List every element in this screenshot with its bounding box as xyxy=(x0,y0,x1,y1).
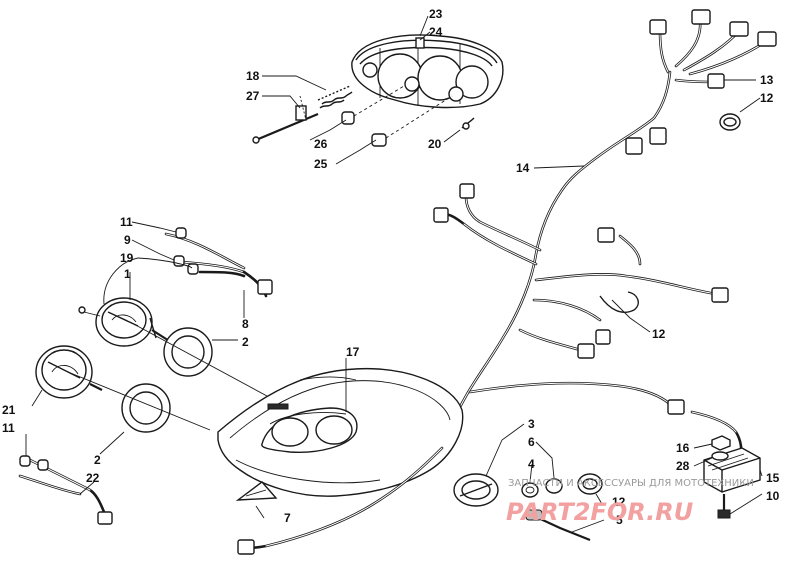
harness-branches xyxy=(433,183,743,462)
callout-3: 3 xyxy=(528,417,535,431)
connector-13 xyxy=(707,73,725,89)
bolt-10 xyxy=(717,509,731,519)
adjuster-bracket xyxy=(295,105,307,121)
callouts: 23 24 18 27 26 25 20 13 12 14 11 9 19 1 … xyxy=(2,7,780,527)
callout-23: 23 xyxy=(429,7,443,21)
washer-28 xyxy=(711,451,729,461)
callout-22: 22 xyxy=(86,471,100,485)
dash-panel xyxy=(217,367,464,497)
callout-12-bottom: 12 xyxy=(612,495,626,509)
connector-f xyxy=(625,137,643,155)
gauge-lower xyxy=(35,345,103,399)
callout-18: 18 xyxy=(246,69,260,83)
callout-24: 24 xyxy=(429,25,443,39)
connector-e xyxy=(649,127,667,145)
washer-6 xyxy=(545,478,563,494)
callout-28: 28 xyxy=(676,459,690,473)
bulb-holder-11a xyxy=(175,227,187,239)
connector-g xyxy=(459,183,475,199)
callout-6: 6 xyxy=(528,435,535,449)
callout-19: 19 xyxy=(120,251,134,265)
watermark-text: ЗАПЧАСТИ И АКСЕССУАРЫ ДЛЯ МОТОТЕХНИКИ xyxy=(508,478,754,489)
connector-i xyxy=(577,343,595,359)
callout-2-lower: 2 xyxy=(94,453,101,467)
callout-2-upper: 2 xyxy=(242,335,249,349)
connector-m xyxy=(667,399,685,415)
cable-tie-12a xyxy=(719,113,741,131)
headlight-bulb-left xyxy=(362,62,378,78)
callout-7: 7 xyxy=(284,511,291,525)
callout-5: 5 xyxy=(616,513,623,527)
callout-15: 15 xyxy=(766,471,780,485)
connector-8 xyxy=(257,279,273,295)
gauge-wire-lower xyxy=(18,455,113,525)
connector-c xyxy=(729,21,749,37)
gauge-upper xyxy=(78,297,175,347)
upper-harness xyxy=(444,9,777,442)
callout-17: 17 xyxy=(346,345,360,359)
grommet-4 xyxy=(521,482,539,498)
bezel-ring-lower xyxy=(121,383,171,433)
connector-k xyxy=(711,287,729,303)
callout-13: 13 xyxy=(760,73,774,87)
callout-9: 9 xyxy=(124,233,131,247)
callout-12-top: 12 xyxy=(760,91,774,105)
callout-4: 4 xyxy=(528,457,535,471)
headlight-clip xyxy=(415,37,425,49)
callout-21: 21 xyxy=(2,403,16,417)
callout-11-lower: 11 xyxy=(2,421,15,435)
connector-b xyxy=(691,9,711,25)
gauge-wire-upper xyxy=(164,227,273,298)
callout-26: 26 xyxy=(314,137,328,151)
bulb-socket-26 xyxy=(341,111,355,125)
voltage-regulator xyxy=(703,435,761,519)
connector-l xyxy=(597,227,615,243)
bulb-holder-19 xyxy=(187,263,199,275)
connector-h xyxy=(433,207,449,223)
headlight-bulb-right xyxy=(448,86,464,102)
callout-12-mid: 12 xyxy=(652,327,666,341)
callout-11-upper: 11 xyxy=(120,215,133,229)
cable-tie-12c xyxy=(577,473,603,495)
callout-10: 10 xyxy=(766,489,780,503)
connector-a xyxy=(649,19,667,35)
callout-16: 16 xyxy=(676,441,690,455)
connector-j xyxy=(595,329,611,345)
bezel-ring-upper xyxy=(163,327,213,377)
watermark-logo: PART2FOR.RU xyxy=(506,498,693,526)
callout-8: 8 xyxy=(242,317,249,331)
speedo-cable-end xyxy=(525,509,543,521)
connector-22 xyxy=(97,511,113,525)
callout-14: 14 xyxy=(516,161,530,175)
callout-27: 27 xyxy=(246,89,260,103)
callout-20: 20 xyxy=(428,137,442,151)
headlight-bulb-center xyxy=(404,76,420,92)
speedo-assembly xyxy=(237,446,603,555)
decal-7 xyxy=(235,481,278,501)
connector-bottom xyxy=(237,539,255,555)
nut-16 xyxy=(711,435,731,451)
connector-d xyxy=(757,31,777,47)
headlight-assembly xyxy=(351,34,504,109)
callout-1: 1 xyxy=(124,267,131,281)
watermark: ЗАПЧАСТИ И АКСЕССУАРЫ ДЛЯ МОТОТЕХНИКИ PA… xyxy=(506,478,754,526)
callout-25: 25 xyxy=(314,157,328,171)
headlight-adjuster-parts xyxy=(252,85,475,147)
bulb-socket-25 xyxy=(371,133,387,147)
leader-lines xyxy=(25,15,763,533)
bulb-holder-11b xyxy=(19,455,31,467)
